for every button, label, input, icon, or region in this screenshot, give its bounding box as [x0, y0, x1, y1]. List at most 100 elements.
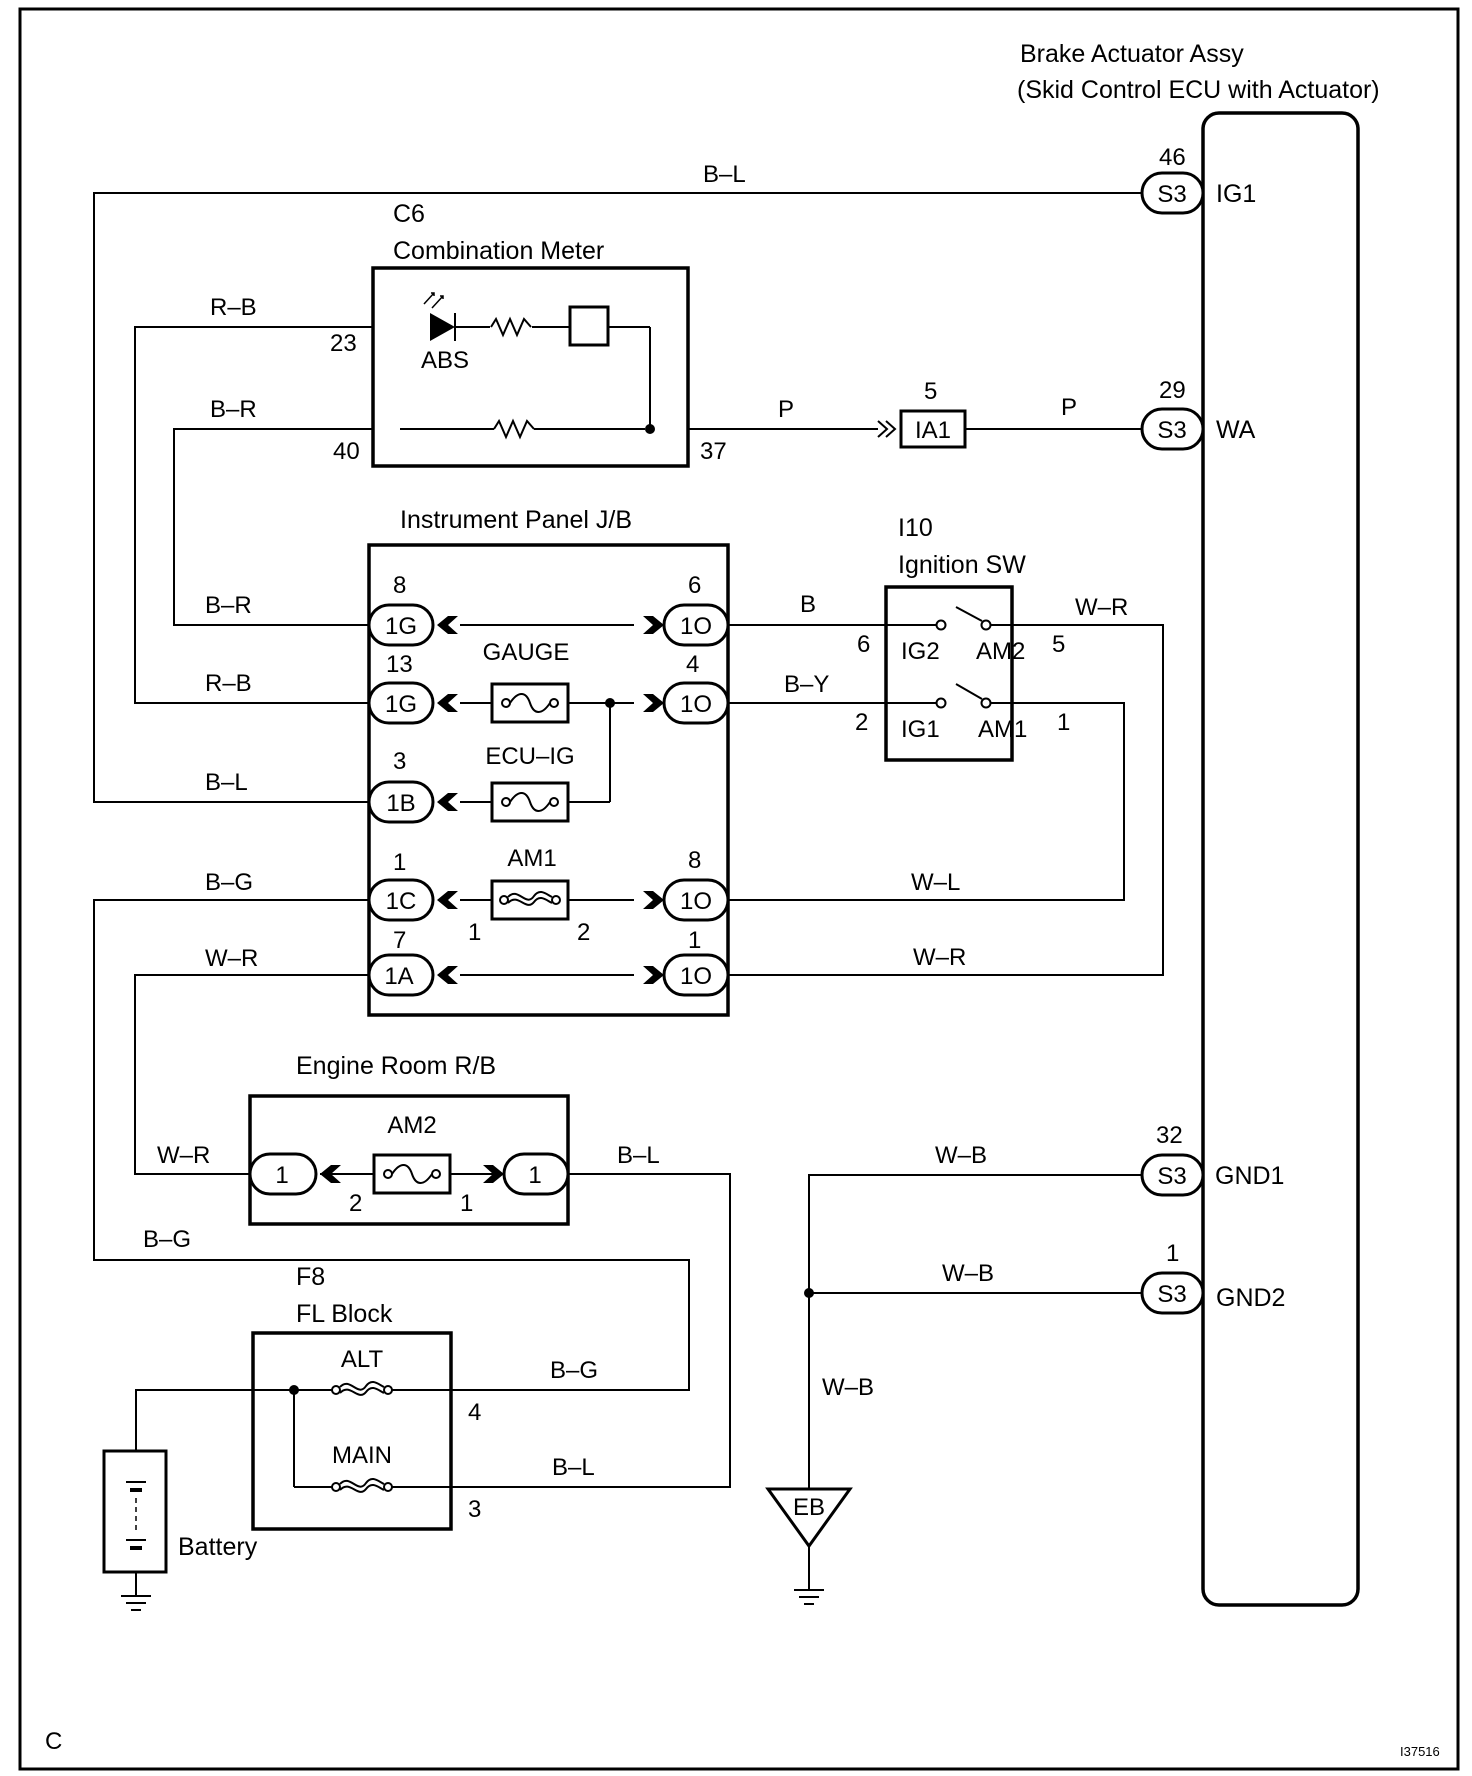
combination-meter-pin-40: 40 — [333, 438, 360, 465]
chevron-left-icon — [437, 891, 458, 909]
ig-pin-5: 5 — [1052, 631, 1065, 658]
ig-terminal-am2: AM2 — [976, 638, 1025, 665]
wire-color-labels: B–L R–B B–R P P B–R R–B B–L B–G W–R B B–… — [143, 161, 1128, 1481]
wires — [93, 192, 1164, 1489]
meter-resistor-2-icon — [493, 420, 535, 438]
jb-connector-name: 1B — [386, 790, 415, 817]
jb-connector-1g-8: 1G 8 — [367, 572, 435, 647]
wire-label-w-l: W–L — [911, 869, 960, 896]
ig-pin-2: 2 — [855, 709, 868, 736]
jb-connector-name: 1G — [385, 613, 417, 640]
wire-label-r-b-jb: R–B — [205, 670, 252, 697]
combination-meter-code: C6 — [393, 200, 425, 228]
wire-label-b-g-mid: B–G — [143, 1226, 191, 1253]
ground-eb-label: EB — [793, 1494, 825, 1521]
wire-label-w-r-jb: W–R — [205, 945, 258, 972]
fuse-ecu-ig-icon — [490, 781, 570, 823]
actuator-connector-name: S3 — [1157, 1163, 1186, 1190]
jb-title: Instrument Panel J/B — [400, 506, 632, 534]
actuator-connector-gnd2: S3 1 GND2 — [1140, 1240, 1285, 1315]
combination-meter-pin-23: 23 — [330, 330, 357, 357]
actuator-pin-number: 46 — [1159, 144, 1186, 171]
jb-connector-1o-8: 1O 8 — [662, 847, 730, 922]
ia1-pin: 5 — [924, 378, 937, 405]
fl-block-box — [251, 1331, 453, 1531]
jb-junction-dot — [605, 698, 615, 708]
fuse-am2-label: AM2 — [387, 1112, 436, 1139]
wire-label-r-b-top: R–B — [210, 294, 257, 321]
actuator-connector-name: S3 — [1157, 181, 1186, 208]
jb-connector-name: 1O — [680, 963, 712, 990]
actuator-signal-label: WA — [1216, 416, 1256, 444]
fuse-am2-icon — [372, 1153, 452, 1195]
engine-room-rb: Engine Room R/B AM2 1 1 2 1 — [248, 1052, 570, 1226]
fuse-ecu-ig-label: ECU–IG — [485, 743, 574, 770]
wire-label-b-l-rb: B–L — [617, 1142, 660, 1169]
wire-label-b: B — [800, 591, 816, 618]
brake-actuator-body — [1201, 111, 1360, 1607]
chevron-right-icon — [643, 694, 664, 712]
actuator-connector-wa: S3 29 WA — [1140, 377, 1256, 451]
jb-connector-pin: 7 — [393, 927, 406, 954]
ignition-switch-title: Ignition SW — [898, 551, 1026, 579]
wire-label-w-r-rb: W–R — [157, 1142, 210, 1169]
wire-label-p-right: P — [1061, 394, 1077, 421]
fl-block: F8 FL Block ALT MAIN 4 3 — [251, 1263, 481, 1531]
ig-terminal-ig2: IG2 — [901, 638, 940, 665]
engine-room-rb-box — [248, 1094, 570, 1226]
chevron-right-icon — [643, 616, 664, 634]
battery-box — [102, 1449, 168, 1574]
inline-connector-ia1: IA1 5 — [877, 378, 967, 449]
actuator-connector-ig1: S3 46 IG1 — [1140, 144, 1256, 215]
ignition-switch-code: I10 — [898, 514, 933, 542]
wire-label-b-y: B–Y — [784, 671, 829, 698]
jb-connector-pin: 8 — [688, 847, 701, 874]
figure-id: I37516 — [1400, 1744, 1440, 1759]
fl-pin-3: 3 — [468, 1496, 481, 1523]
am2-pin-1: 1 — [460, 1190, 473, 1217]
section-letter: C — [45, 1728, 62, 1755]
actuator-pin-number: 29 — [1159, 377, 1186, 404]
abs-lamp-diode-icon — [430, 313, 455, 341]
ig-pin-6: 6 — [857, 631, 870, 658]
fusible-link-main-icon — [331, 1478, 393, 1493]
chevron-left-icon — [437, 966, 458, 984]
wire-label-p-left: P — [778, 396, 794, 423]
fuse-am1-label: AM1 — [507, 845, 556, 872]
fuse-gauge-label: GAUGE — [483, 639, 570, 666]
jb-connector-pin: 1 — [688, 927, 701, 954]
fusible-link-main-label: MAIN — [332, 1442, 392, 1469]
chevron-left-icon — [437, 616, 458, 634]
chevron-right-icon — [643, 891, 664, 909]
am1-pin-1: 1 — [468, 919, 481, 946]
fl-pin-4: 4 — [468, 1399, 481, 1426]
ig1-switch-contact-icon — [955, 683, 983, 700]
jb-connector-pin: 13 — [386, 651, 413, 678]
actuator-connector-name: S3 — [1157, 417, 1186, 444]
combination-meter: C6 Combination Meter 23 40 37 ABS — [330, 200, 727, 468]
brake-actuator-subtitle: (Skid Control ECU with Actuator) — [1017, 76, 1380, 104]
jb-connector-1o-1: 1O 1 — [662, 927, 730, 997]
jb-connector-1o-6: 1O 6 — [662, 572, 730, 647]
actuator-signal-label: GND1 — [1215, 1162, 1284, 1190]
ground-eb: EB — [765, 1487, 853, 1605]
fusible-link-alt-icon — [331, 1381, 393, 1396]
meter-resistor-1-icon — [490, 318, 532, 336]
chevron-left-icon — [437, 694, 458, 712]
ground-junction-dot — [804, 1288, 814, 1298]
jb-connector-1b-3: 1B 3 — [367, 748, 435, 824]
meter-module-icon — [568, 305, 610, 347]
jb-connector-pin: 1 — [393, 849, 406, 876]
jb-connector-1o-4: 1O 4 — [662, 651, 730, 725]
jb-connector-1c-1: 1C 1 — [367, 849, 435, 922]
jb-connector-pin: 6 — [688, 572, 701, 599]
ignition-switch-box — [884, 585, 1014, 762]
wire-label-b-l-top: B–L — [703, 161, 746, 188]
jb-connector-name: 1O — [680, 613, 712, 640]
wire-label-b-g-fl: B–G — [550, 1357, 598, 1384]
ia1-name: IA1 — [915, 417, 951, 444]
battery: Battery — [102, 1449, 258, 1611]
actuator-pin-number: 1 — [1166, 1240, 1179, 1267]
jb-box — [367, 543, 730, 1017]
wire-label-b-r-jb: B–R — [205, 592, 252, 619]
